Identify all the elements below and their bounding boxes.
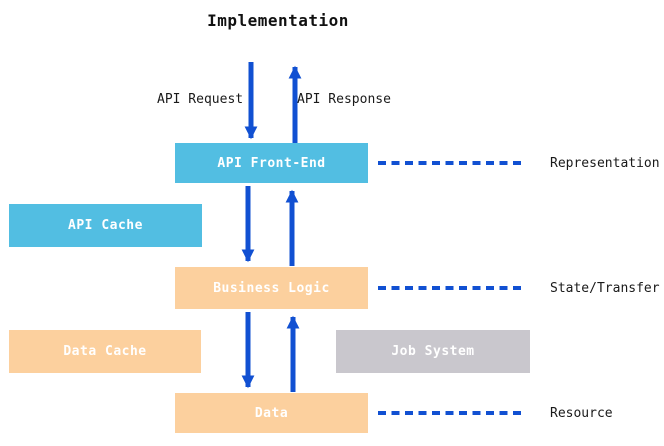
node-api-cache: API Cache: [9, 204, 202, 247]
node-data-cache-label: Data Cache: [63, 344, 147, 359]
api-response-label: API Response: [297, 92, 391, 107]
node-data: Data: [175, 393, 368, 433]
representation-label: Representation: [550, 156, 660, 171]
diagram-title: Implementation: [207, 11, 349, 30]
node-business-logic: Business Logic: [175, 267, 368, 309]
node-job-system: Job System: [336, 330, 530, 373]
node-data-cache: Data Cache: [9, 330, 201, 373]
resource-label: Resource: [550, 406, 613, 421]
node-business-logic-label: Business Logic: [213, 280, 330, 296]
api-request-label: API Request: [157, 92, 244, 107]
node-api-front-end: API Front-End: [175, 143, 368, 183]
node-api-cache-label: API Cache: [68, 218, 143, 233]
node-job-system-label: Job System: [391, 344, 475, 359]
node-data-label: Data: [254, 405, 289, 421]
node-api-front-end-label: API Front-End: [217, 155, 326, 171]
state-transfer-label: State/Transfer: [550, 281, 660, 296]
